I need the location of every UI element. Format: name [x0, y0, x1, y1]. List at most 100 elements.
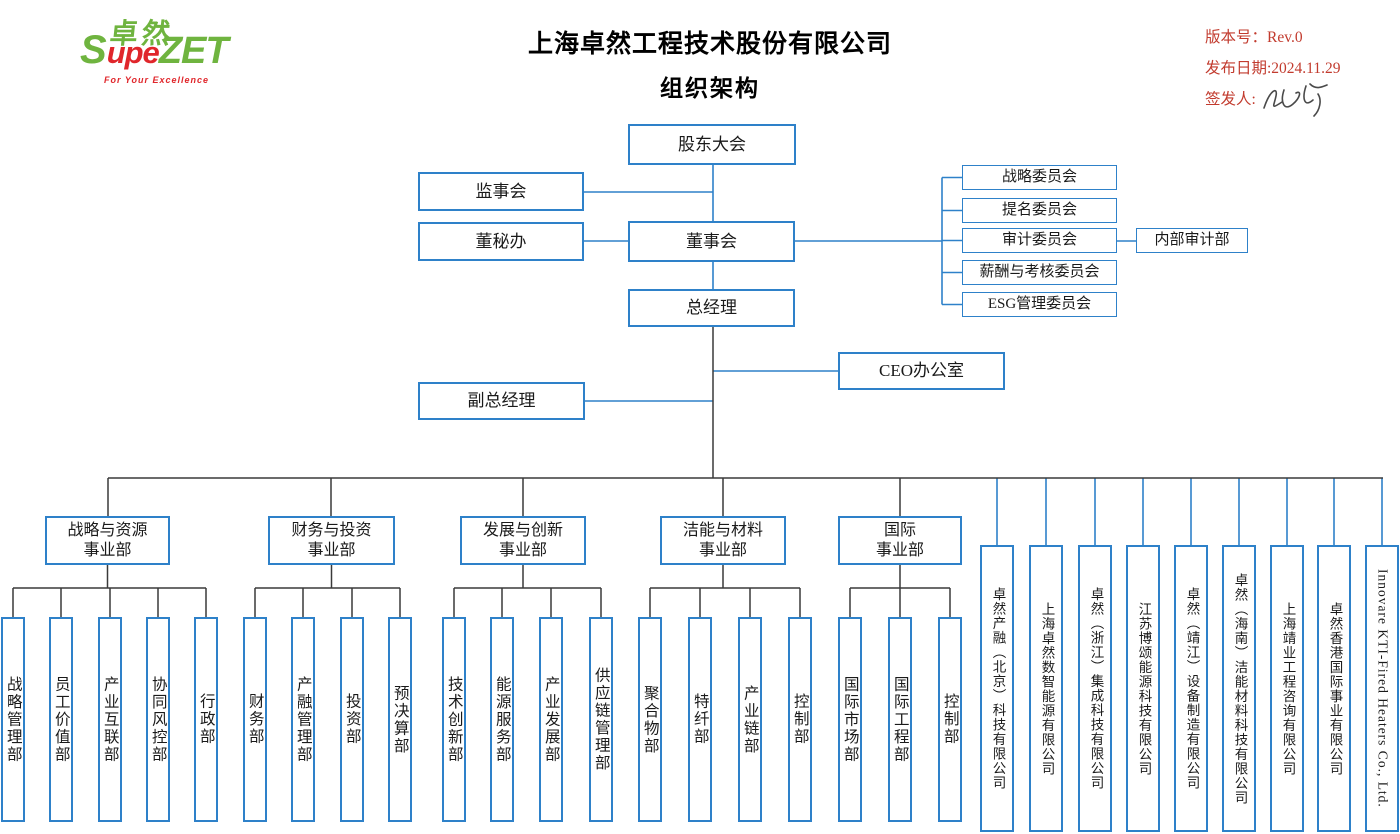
- division-strategy-resources: 战略与资源事业部: [45, 516, 170, 565]
- release-date: 发布日期:2024.11.29: [1205, 60, 1341, 77]
- box-label: 国际工程部: [891, 675, 909, 764]
- box-label: 发展与创新事业部: [482, 521, 563, 559]
- committee-nomination: 提名委员会: [962, 198, 1117, 223]
- department-box: 控制部: [938, 617, 962, 822]
- logo-tagline: For Your Excellence: [104, 75, 210, 85]
- box-label: 行政部: [197, 693, 215, 746]
- box-board-secretary-office: 董秘办: [418, 222, 584, 261]
- department-box: 战略管理部: [1, 617, 25, 822]
- department-box: 员工价值部: [49, 617, 73, 822]
- division-development-innovation: 发展与创新事业部: [460, 516, 586, 565]
- department-box: 能源服务部: [490, 617, 514, 822]
- box-ceo-office: CEO办公室: [838, 352, 1005, 390]
- box-label: 监事会: [475, 181, 527, 201]
- subsidiary-box: 上海靖业工程咨询有限公司: [1270, 545, 1304, 832]
- box-shareholders-meeting: 股东大会: [628, 124, 796, 165]
- box-label: 董秘办: [475, 231, 527, 251]
- box-label: 产业发展部: [542, 675, 560, 764]
- box-label: 控制部: [791, 693, 809, 746]
- department-box: 财务部: [243, 617, 267, 822]
- box-label: CEO办公室: [879, 361, 964, 381]
- box-label: 战略委员会: [1001, 169, 1077, 186]
- box-deputy-general-manager: 副总经理: [418, 382, 585, 420]
- division-finance-investment: 财务与投资事业部: [268, 516, 395, 565]
- box-label: 产业互联部: [101, 675, 119, 764]
- box-label: 薪酬与考核委员会: [979, 264, 1100, 281]
- box-label: 上海靖业工程咨询有限公司: [1280, 601, 1296, 776]
- signer-row: 签发人:: [1205, 82, 1340, 117]
- box-label: 提名委员会: [1001, 202, 1077, 219]
- box-label: 供应链管理部: [592, 667, 610, 772]
- committee-remuneration-assessment: 薪酬与考核委员会: [962, 260, 1117, 285]
- box-general-manager: 总经理: [628, 289, 795, 327]
- company-logo: 卓然 SupeZET For Your Excellence: [80, 12, 270, 107]
- box-label: 特纤部: [691, 693, 709, 746]
- box-label: 聚合物部: [641, 684, 659, 755]
- box-label: 江苏博颂能源科技有限公司: [1136, 601, 1152, 776]
- logo-wordmark: SupeZET: [80, 28, 229, 73]
- box-label: Innovare KTI-Fired Heaters Co., Ltd.: [1375, 569, 1391, 808]
- box-label: 董事会: [686, 231, 737, 251]
- box-label: 技术创新部: [445, 675, 463, 764]
- box-label: 卓然香港国际事业有限公司: [1327, 601, 1343, 776]
- box-label: ESG管理委员会: [987, 296, 1092, 313]
- signer-label: 签发人:: [1205, 91, 1256, 108]
- subsidiary-box: Innovare KTI-Fired Heaters Co., Ltd.: [1365, 545, 1399, 832]
- committee-esg-management: ESG管理委员会: [962, 292, 1117, 317]
- department-box: 国际工程部: [888, 617, 912, 822]
- subsidiary-box: 卓然（海南）洁能材料科技有限公司: [1222, 545, 1256, 832]
- company-name-title: 上海卓然工程技术股份有限公司: [527, 30, 892, 58]
- box-label: 总经理: [686, 298, 737, 318]
- box-label: 投资部: [343, 693, 361, 746]
- box-label: 审计委员会: [1001, 232, 1077, 249]
- box-label: 国际事业部: [875, 521, 924, 559]
- department-box: 聚合物部: [638, 617, 662, 822]
- box-label: 控制部: [941, 693, 959, 746]
- department-box: 协同风控部: [146, 617, 170, 822]
- box-label: 财务与投资事业部: [291, 521, 372, 559]
- box-label: 员工价值部: [52, 675, 70, 764]
- department-box: 产融管理部: [291, 617, 315, 822]
- box-label: 上海卓然数智能源有限公司: [1039, 601, 1055, 776]
- department-box: 特纤部: [688, 617, 712, 822]
- subsidiary-box: 卓然产融（北京）科技有限公司: [980, 545, 1014, 832]
- version-number: 版本号：Rev.0: [1205, 29, 1303, 46]
- box-label: 股东大会: [678, 134, 746, 154]
- signature-scribble-icon: [1263, 82, 1328, 117]
- subsidiary-box: 卓然香港国际事业有限公司: [1317, 545, 1351, 832]
- department-box: 控制部: [788, 617, 812, 822]
- department-box: 投资部: [340, 617, 364, 822]
- subsidiary-box: 卓然（浙江）集成科技有限公司: [1078, 545, 1112, 832]
- committee-audit: 审计委员会: [962, 228, 1117, 253]
- box-label: 能源服务部: [493, 675, 511, 764]
- box-board-of-directors: 董事会: [628, 221, 795, 262]
- department-box: 国际市场部: [838, 617, 862, 822]
- box-internal-audit-dept: 内部审计部: [1136, 228, 1248, 253]
- subsidiary-box: 卓然（靖江）设备制造有限公司: [1174, 545, 1208, 832]
- department-box: 技术创新部: [442, 617, 466, 822]
- box-label: 卓然产融（北京）科技有限公司: [990, 587, 1006, 790]
- box-supervisory-board: 监事会: [418, 172, 584, 211]
- department-box: 产业发展部: [539, 617, 563, 822]
- division-cleanenergy-materials: 洁能与材料事业部: [660, 516, 786, 565]
- box-label: 协同风控部: [149, 675, 167, 764]
- box-label: 战略与资源事业部: [67, 521, 148, 559]
- department-box: 产业互联部: [98, 617, 122, 822]
- chart-title: 上海卓然工程技术股份有限公司 组织架构: [430, 24, 990, 103]
- department-box: 产业链部: [738, 617, 762, 822]
- box-label: 产融管理部: [294, 675, 312, 764]
- box-label: 产业链部: [741, 684, 759, 755]
- committee-strategy: 战略委员会: [962, 165, 1117, 190]
- box-label: 洁能与材料事业部: [682, 521, 763, 559]
- box-label: 内部审计部: [1154, 232, 1230, 249]
- box-label: 预决算部: [391, 684, 409, 755]
- logo-letters-upe: upe: [106, 35, 160, 70]
- box-label: 卓然（靖江）设备制造有限公司: [1184, 587, 1200, 790]
- department-box: 行政部: [194, 617, 218, 822]
- box-label: 卓然（海南）洁能材料科技有限公司: [1232, 572, 1248, 805]
- box-label: 财务部: [246, 693, 264, 746]
- subsidiary-box: 江苏博颂能源科技有限公司: [1126, 545, 1160, 832]
- logo-letters-zet: ZET: [158, 30, 229, 72]
